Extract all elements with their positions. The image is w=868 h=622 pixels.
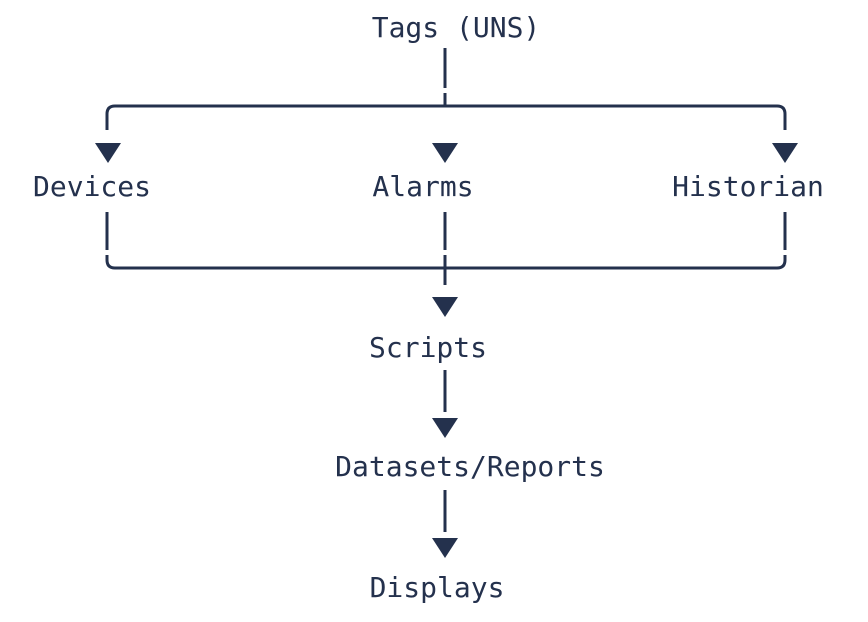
arrowhead-to-historian	[772, 143, 798, 163]
arrowhead-to-scripts	[432, 297, 458, 317]
edge-datasets-to-displays	[432, 490, 458, 558]
node-displays: Displays	[369, 571, 505, 604]
node-tags-uns: Tags (UNS)	[371, 11, 541, 44]
edge-scripts-to-datasets	[432, 370, 458, 438]
node-datasets-reports: Datasets/Reports	[335, 450, 605, 483]
node-scripts: Scripts	[368, 331, 488, 364]
merge-bus	[105, 255, 787, 270]
node-alarms: Alarms	[372, 170, 474, 203]
arrowhead-to-alarms	[432, 143, 458, 163]
node-devices: Devices	[32, 170, 152, 203]
node-historian: Historian	[672, 170, 824, 203]
arrowhead-to-devices	[95, 143, 121, 163]
split-bus	[105, 104, 787, 130]
